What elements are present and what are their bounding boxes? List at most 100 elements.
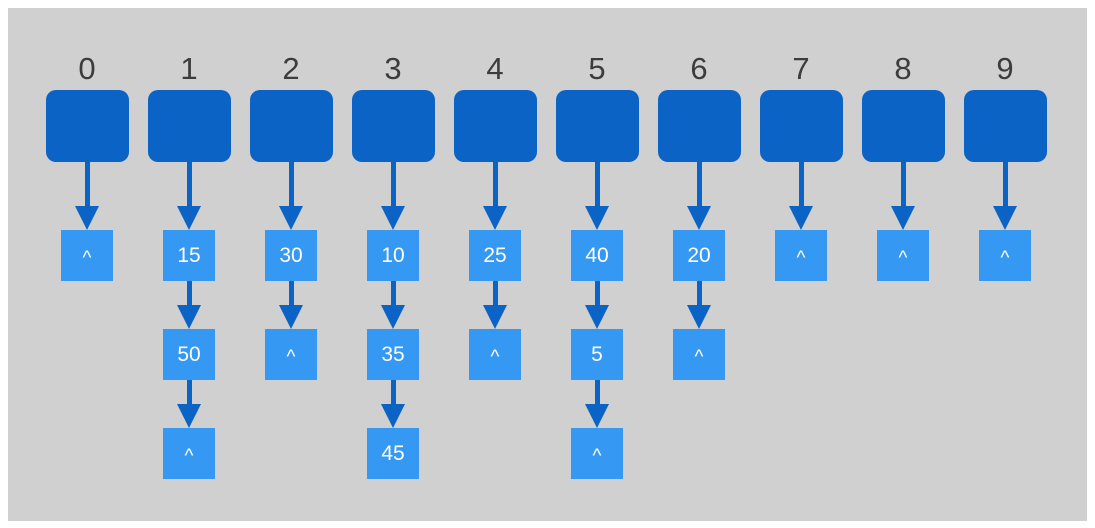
bucket-square	[453, 90, 537, 162]
node-value: 35	[381, 342, 405, 366]
arrow-shaft	[594, 380, 600, 404]
arrow-shaft	[900, 162, 906, 206]
bucket-square	[249, 90, 333, 162]
arrow-shaft	[594, 281, 600, 305]
bucket-column-7: 7^	[750, 52, 852, 479]
chain-value-node: 20	[673, 230, 725, 281]
arrow-shaft	[492, 162, 498, 206]
arrow-head	[279, 206, 303, 230]
arrow-down-icon	[279, 281, 303, 329]
bucket-index-label: 3	[384, 51, 402, 86]
node-value: 15	[177, 243, 201, 267]
bucket-index-label: 9	[996, 51, 1014, 86]
bucket-index-label: 6	[690, 51, 708, 86]
chain-value-node: 5	[571, 329, 623, 380]
arrow-shaft	[594, 162, 600, 206]
arrow-head	[993, 206, 1017, 230]
arrow-head	[585, 305, 609, 329]
arrow-shaft	[390, 380, 396, 404]
arrow-shaft	[1002, 162, 1008, 206]
chain-value-node: 15	[163, 230, 215, 281]
bucket-index-label: 7	[792, 51, 810, 86]
node-value: 25	[483, 243, 507, 267]
node-value: ^	[796, 247, 806, 269]
arrow-down-icon	[891, 162, 915, 230]
bucket-column-3: 3 10 35 45	[342, 52, 444, 479]
arrow-shaft	[186, 281, 192, 305]
arrow-shaft	[696, 162, 702, 206]
arrow-down-icon	[177, 162, 201, 230]
arrow-shaft	[288, 162, 294, 206]
bucket-column-9: 9^	[954, 52, 1056, 479]
arrow-shaft	[390, 162, 396, 206]
arrow-shaft	[84, 162, 90, 206]
arrow-shaft	[186, 162, 192, 206]
arrow-down-icon	[789, 162, 813, 230]
chain-value-node: 35	[367, 329, 419, 380]
bucket-square	[963, 90, 1047, 162]
node-value: ^	[82, 247, 92, 269]
bucket-index-label: 4	[486, 51, 504, 86]
arrow-shaft	[492, 281, 498, 305]
bucket-index-label: 8	[894, 51, 912, 86]
bucket-column-0: 0^	[36, 52, 138, 479]
node-value: 20	[687, 243, 711, 267]
chain-value-node: 30	[265, 230, 317, 281]
arrow-head	[687, 206, 711, 230]
bucket-square	[759, 90, 843, 162]
arrow-down-icon	[381, 162, 405, 230]
node-value: 5	[591, 342, 603, 366]
bucket-index-label: 1	[180, 51, 198, 86]
arrow-head	[483, 305, 507, 329]
null-terminator-node: ^	[979, 230, 1031, 281]
bucket-column-2: 2 30 ^	[240, 52, 342, 479]
arrow-down-icon	[279, 162, 303, 230]
arrow-down-icon	[177, 380, 201, 428]
arrow-head	[381, 206, 405, 230]
arrow-head	[585, 404, 609, 428]
arrow-down-icon	[381, 281, 405, 329]
arrow-down-icon	[177, 281, 201, 329]
null-terminator-node: ^	[877, 230, 929, 281]
chain-value-node: 10	[367, 230, 419, 281]
arrow-down-icon	[585, 281, 609, 329]
arrow-shaft	[186, 380, 192, 404]
arrow-down-icon	[75, 162, 99, 230]
bucket-square	[351, 90, 435, 162]
arrow-head	[279, 305, 303, 329]
arrow-shaft	[798, 162, 804, 206]
bucket-square	[657, 90, 741, 162]
null-terminator-node: ^	[469, 329, 521, 380]
arrow-down-icon	[483, 281, 507, 329]
arrow-down-icon	[687, 162, 711, 230]
node-value: ^	[286, 346, 296, 368]
arrow-head	[177, 206, 201, 230]
arrow-shaft	[288, 281, 294, 305]
arrow-head	[177, 404, 201, 428]
arrow-down-icon	[687, 281, 711, 329]
bucket-column-6: 6 20 ^	[648, 52, 750, 479]
bucket-index-label: 2	[282, 51, 300, 86]
node-value: ^	[1000, 247, 1010, 269]
node-value: ^	[490, 346, 500, 368]
arrow-head	[177, 305, 201, 329]
node-value: 45	[381, 441, 405, 465]
arrow-down-icon	[381, 380, 405, 428]
null-terminator-node: ^	[61, 230, 113, 281]
bucket-square	[147, 90, 231, 162]
null-terminator-node: ^	[163, 428, 215, 479]
bucket-column-8: 8^	[852, 52, 954, 479]
node-value: ^	[694, 346, 704, 368]
null-terminator-node: ^	[673, 329, 725, 380]
chain-value-node: 25	[469, 230, 521, 281]
null-terminator-node: ^	[571, 428, 623, 479]
chain-value-node: 45	[367, 428, 419, 479]
null-terminator-node: ^	[265, 329, 317, 380]
bucket-index-label: 0	[78, 51, 96, 86]
arrow-down-icon	[585, 380, 609, 428]
arrow-head	[381, 305, 405, 329]
bucket-index-label: 5	[588, 51, 606, 86]
